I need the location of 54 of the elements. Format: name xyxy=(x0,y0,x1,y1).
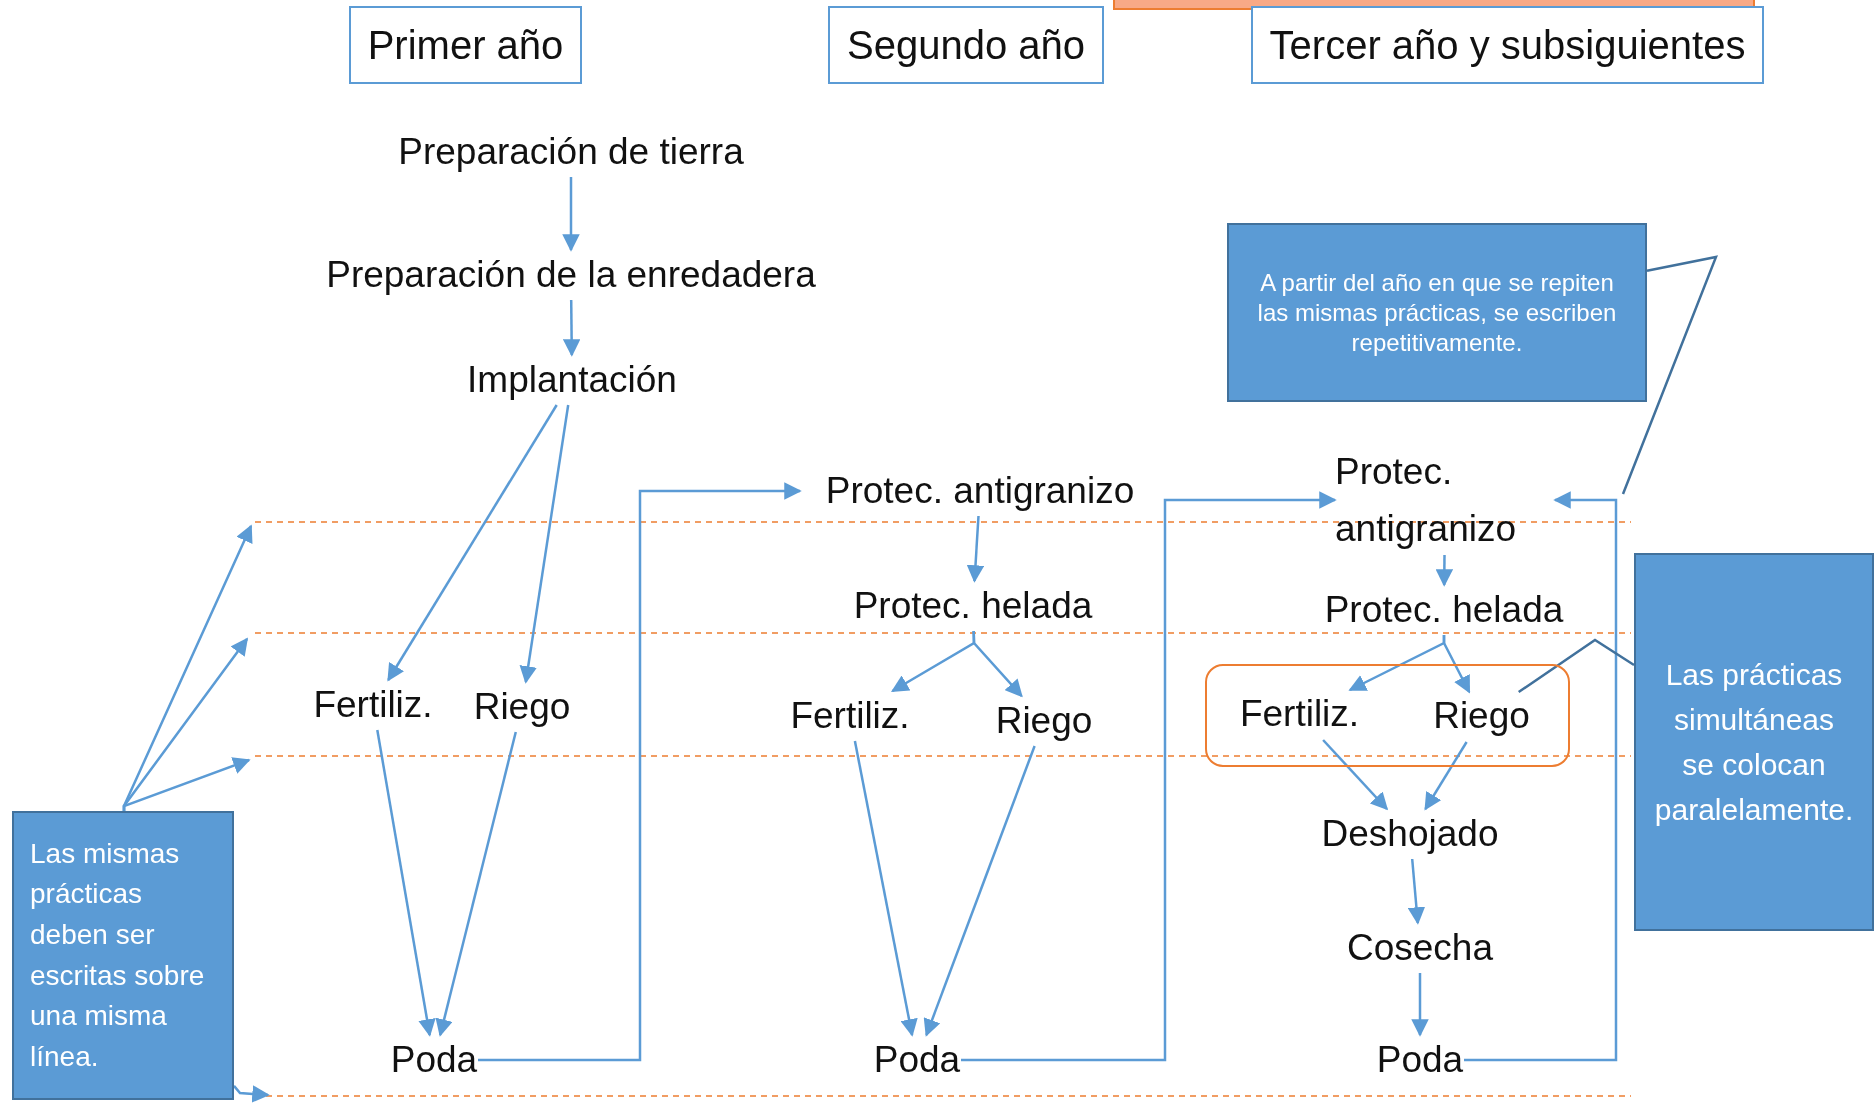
note-text: A partir del año en que se repiten las mismas prácticas, se escriben repetitivamente. xyxy=(1256,267,1618,358)
year-header-box xyxy=(828,6,1104,84)
practice-label: Cosecha xyxy=(1347,925,1493,970)
arrow xyxy=(1464,491,1618,1062)
practice-label: Fertiliz. xyxy=(1239,692,1360,737)
arrow xyxy=(562,300,581,357)
year-header-box xyxy=(1251,6,1764,84)
year-header-box xyxy=(349,6,582,84)
practice-label: Deshojado xyxy=(1321,811,1499,856)
practice-label: Protec. helada xyxy=(1324,587,1564,632)
leader-line xyxy=(1621,255,1718,495)
note-box xyxy=(1227,223,1647,402)
note-box xyxy=(1634,553,1874,931)
arrow xyxy=(1442,635,1471,694)
arrow xyxy=(1407,858,1426,925)
arrow xyxy=(972,630,1023,698)
arrow xyxy=(1322,739,1389,811)
practice-label: Protec. antigranizo xyxy=(825,468,1135,513)
arrow xyxy=(387,404,558,682)
practice-label: Poda xyxy=(873,1037,961,1082)
arrow xyxy=(435,731,517,1037)
year-title: Tercer año y subsiguientes xyxy=(1269,22,1746,69)
note-text: Las mismas prácticas deben ser escritas sobre una misma línea. xyxy=(29,836,206,1074)
arrow xyxy=(923,745,1036,1037)
arrow xyxy=(853,740,918,1037)
practice-label: Riego xyxy=(473,684,571,729)
year-title: Segundo año xyxy=(847,22,1085,69)
leader-line xyxy=(1518,638,1635,694)
practice-label: Implantación xyxy=(467,357,677,402)
arrow xyxy=(966,515,985,583)
practice-label: Protec. helada xyxy=(853,583,1093,628)
arrow xyxy=(478,482,802,1062)
note-box xyxy=(12,811,234,1100)
year-title: Primer año xyxy=(367,22,564,69)
arrow xyxy=(1411,973,1429,1037)
arrow xyxy=(961,491,1337,1062)
practice-label: Poda xyxy=(1376,1037,1464,1082)
group-outline xyxy=(1205,664,1570,767)
arrow xyxy=(1424,741,1468,811)
arrow xyxy=(376,729,436,1037)
arrow xyxy=(1435,555,1454,587)
practice-label: Fertiliz. xyxy=(313,682,433,727)
practice-label: Riego xyxy=(995,698,1093,743)
arrow xyxy=(562,177,580,252)
note-text: Las prácticas simultáneas se colocan paralelamente. xyxy=(1653,657,1855,828)
practice-label: Preparación de la enredadera xyxy=(326,252,816,297)
practice-label: Poda xyxy=(390,1037,478,1082)
arrow xyxy=(519,404,570,684)
arrow xyxy=(122,757,251,811)
practice-label: Protec. antigranizo xyxy=(1335,449,1517,551)
practice-label: Fertiliz. xyxy=(790,693,910,738)
practice-label: Riego xyxy=(1433,694,1530,739)
practice-label: Preparación de tierra xyxy=(398,129,744,174)
arrow xyxy=(233,1085,270,1103)
